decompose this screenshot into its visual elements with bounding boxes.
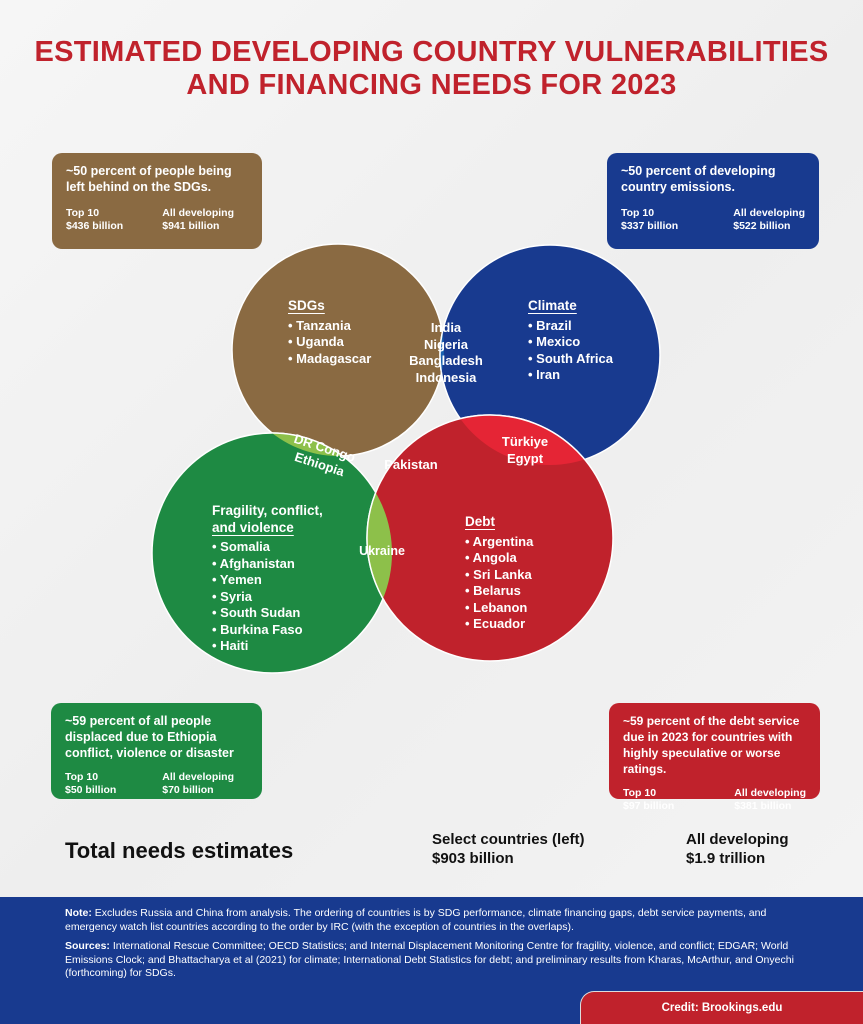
list-item: • South Sudan <box>212 605 301 620</box>
list-item: • Burkina Faso <box>212 621 303 637</box>
list-item: • Uganda <box>288 334 344 349</box>
list-item: • Somalia <box>212 539 271 554</box>
footer: Note: Excludes Russia and China from ana… <box>0 897 863 1024</box>
fcv-debt-overlap-label: Ukraine <box>359 544 405 558</box>
sources: Sources: International Rescue Committee;… <box>65 940 794 979</box>
sdgs-climate-overlap-label: India Nigeria Bangladesh Indonesia <box>409 320 483 385</box>
sdgs-label: SDGs • Tanzania • Uganda • Madagascar <box>288 298 372 366</box>
fcv-debt-overlap <box>366 433 392 662</box>
list-item: • Syria <box>212 588 252 604</box>
debt-label: Debt • Argentina • Angola • Sri Lanka • … <box>465 514 534 631</box>
list-item: • Argentina <box>465 533 534 549</box>
fcv-info-box: ~59 percent of all people displaced due … <box>51 703 262 799</box>
list-item: • Sri Lanka <box>465 566 532 582</box>
climate-info-box: ~50 percent of developing country emissi… <box>607 153 819 249</box>
select-countries-total: Select countries (left)$903 billion <box>432 831 585 867</box>
sdgs-debt-overlap-label: Pakistan <box>384 457 438 472</box>
debt-info-box: ~59 percent of the debt service due in 2… <box>609 703 820 812</box>
note: Note: Excludes Russia and China from ana… <box>65 907 767 933</box>
list-item: • Haiti <box>212 638 249 653</box>
list-item: • South Africa <box>528 350 613 366</box>
list-item: • Belarus <box>465 583 521 598</box>
page-title: ESTIMATED DEVELOPING COUNTRY VULNERABILI… <box>34 36 829 101</box>
list-item: • Madagascar <box>288 350 372 366</box>
fcv-label: Fragility, conflict, and violence • Soma… <box>212 503 323 653</box>
list-item: • Ecuador <box>465 616 526 631</box>
sdgs-info-box: ~50 percent of people being left behind … <box>52 153 262 249</box>
totals-section: Total needs estimates Select countries (… <box>65 831 789 867</box>
list-item: • Tanzania <box>288 317 351 333</box>
sdgs-climate-overlap <box>439 244 444 456</box>
list-item: • Afghanistan <box>212 555 295 571</box>
credit-badge: Credit: Brookings.edu <box>580 991 863 1024</box>
list-item: • Lebanon <box>465 599 528 615</box>
all-developing-total: All developing$1.9 trillion <box>686 831 789 867</box>
climate-debt-overlap <box>440 414 614 465</box>
climate-label: Climate • Brazil • Mexico • South Africa… <box>528 298 613 382</box>
list-item: • Yemen <box>212 572 262 587</box>
list-item: • Mexico <box>528 334 581 349</box>
list-item: • Angola <box>465 550 517 565</box>
climate-debt-overlap-label: Türkiye Egypt <box>501 434 549 466</box>
list-item: • Brazil <box>528 317 572 333</box>
list-item: • Iran <box>528 367 561 382</box>
